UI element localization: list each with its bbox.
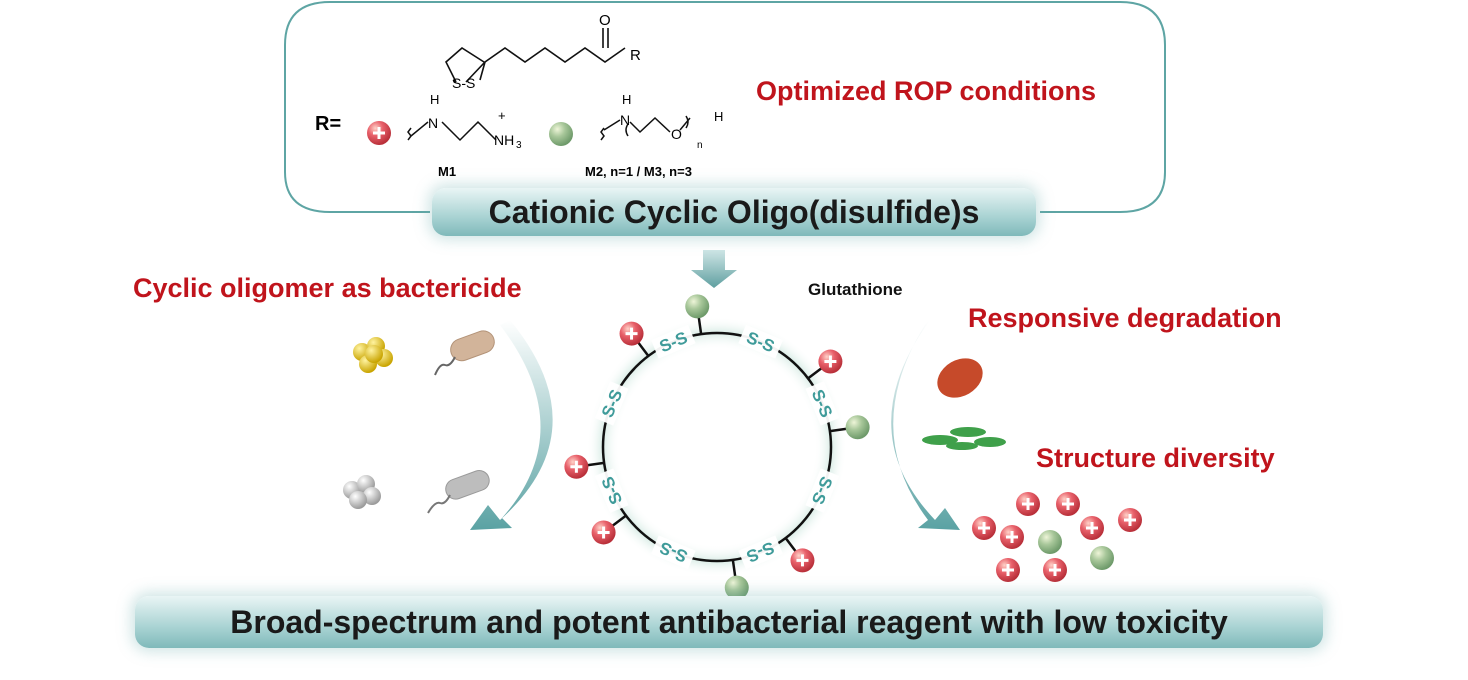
m2-h: H [622, 92, 631, 107]
dead-cocci-icon [343, 475, 381, 509]
m2-structure [600, 115, 691, 141]
down-arrow-icon [691, 250, 737, 288]
responsive-degradation-title: Responsive degradation [968, 303, 1282, 333]
m1-structure [407, 120, 497, 142]
structure-diversity-title: Structure diversity [1036, 443, 1275, 473]
neutral-bead-icon [1090, 546, 1114, 570]
m2-name: M2, n=1 / M3, n=3 [585, 164, 692, 179]
cocci-bacteria-icon [353, 337, 393, 373]
plus-icon [1002, 564, 1014, 576]
plus-icon [1124, 514, 1136, 526]
plus-icon [570, 460, 583, 473]
ring-backbone [601, 331, 833, 563]
plus-icon [824, 355, 837, 368]
dead-rod-icon [427, 470, 490, 514]
m2-n: N [620, 112, 630, 128]
oxygen-label: O [599, 12, 611, 29]
m1-sub3: 3 [516, 140, 522, 151]
plus-icon [1086, 522, 1098, 534]
conclusion-banner: Broad-spectrum and potent antibacterial … [135, 596, 1323, 648]
neutral-bead-icon [685, 294, 710, 319]
ring-glow [587, 317, 847, 577]
left-curved-arrow-icon [470, 320, 553, 530]
plus-icon [1006, 531, 1018, 543]
ring-s-s-label: S-S [452, 75, 475, 91]
bactericide-title: Cyclic oligomer as bactericide [133, 273, 522, 303]
neutral-bead-icon [724, 575, 749, 600]
m2-n-sub: n [697, 140, 703, 151]
m1-nh3: NH [494, 132, 514, 148]
m1-n: N [428, 115, 438, 131]
header-box-border [284, 0, 1166, 213]
m2-o: O [671, 126, 682, 142]
plus-icon [1022, 498, 1034, 510]
m1-h: H [430, 92, 439, 107]
neutral-bead-icon [845, 415, 870, 440]
cationic-cyclic-banner: Cationic Cyclic Oligo(disulfide)s [432, 188, 1036, 236]
m2-end-h: H [714, 109, 723, 124]
plus-icon [796, 554, 809, 567]
neutral-bead-icon [549, 122, 573, 146]
mammalian-cells-icon [922, 427, 1006, 450]
plus-icon [625, 327, 638, 340]
degraded-fragments [972, 492, 1142, 582]
neutral-bead-icon [1038, 530, 1062, 554]
red-blood-cell-icon [937, 358, 983, 398]
m1-name: M1 [438, 164, 456, 179]
lipoic-structure [445, 28, 626, 83]
plus-icon [597, 526, 610, 539]
r-label: R [630, 47, 641, 64]
right-curved-arrow-icon [891, 320, 960, 530]
plus-icon [1062, 498, 1074, 510]
optimized-rop-title: Optimized ROP conditions [756, 76, 1096, 106]
plus-icon [373, 127, 385, 139]
plus-icon [978, 522, 990, 534]
r-equals-label: R= [315, 113, 341, 135]
rod-bacteria-icon [434, 330, 495, 376]
plus-icon [1049, 564, 1061, 576]
m1-plus: + [498, 108, 506, 123]
glutathione-label: Glutathione [808, 280, 902, 299]
